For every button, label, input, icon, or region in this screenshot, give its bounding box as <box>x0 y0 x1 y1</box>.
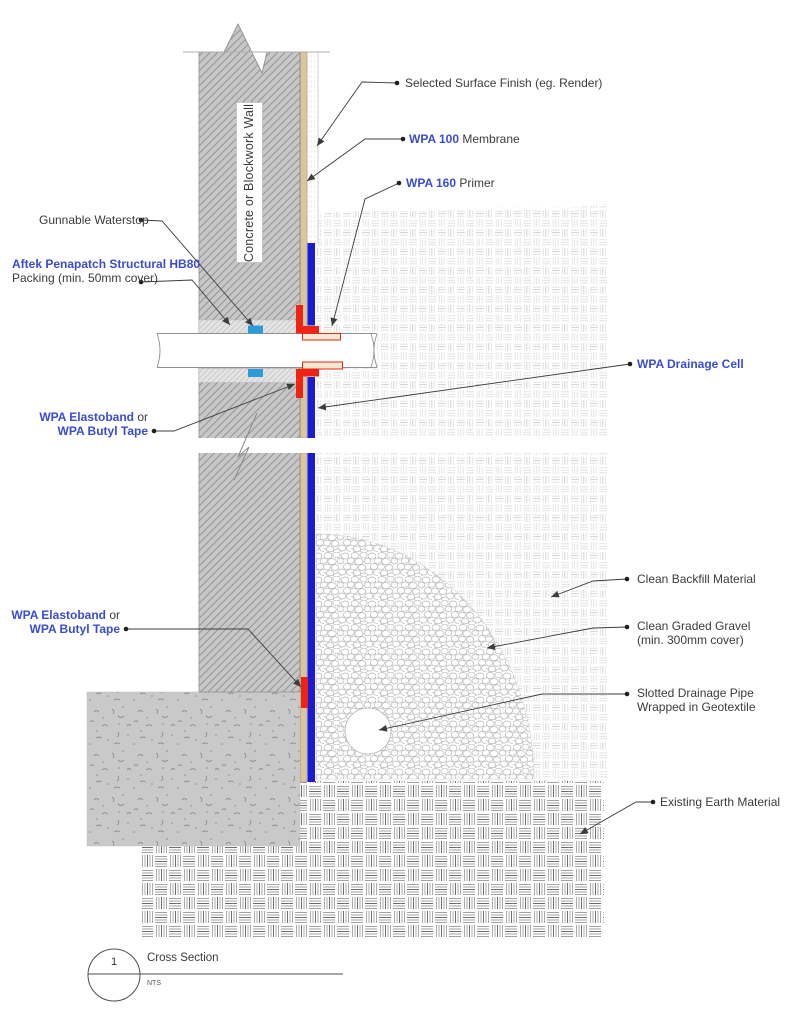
butyl-tape-footing <box>301 677 308 708</box>
label-wpa100-membrane: WPA 100 Membrane <box>409 132 520 146</box>
pipe-penetration <box>156 333 378 368</box>
waterstop-blocks <box>248 325 263 377</box>
leader-lines <box>126 81 653 835</box>
title-block-title: Cross Section <box>147 952 219 964</box>
label-graded-gravel: Clean Graded Gravel (min. 300mm cover) <box>637 619 751 647</box>
title-block-number: 1 <box>110 956 118 968</box>
label-clean-backfill: Clean Backfill Material <box>637 572 756 586</box>
membrane-layer <box>300 51 308 783</box>
label-existing-earth: Existing Earth Material <box>660 795 781 809</box>
butyl-tape-top <box>296 305 341 341</box>
earth-hatch <box>142 781 604 939</box>
label-gunnable-waterstop: Gunnable Waterstop <box>39 213 149 227</box>
label-wpa160-primer: WPA 160 Primer <box>406 176 495 190</box>
wall-name-plate: Concrete or Blockwork Wall <box>236 102 263 263</box>
drainage-cell-strip <box>307 243 315 782</box>
label-slotted-pipe: Slotted Drainage Pipe Wrapped in Geotext… <box>637 686 756 714</box>
label-elastoband-lower: WPA Elastoband or WPA Butyl Tape <box>11 608 120 636</box>
leader-bullets <box>123 80 656 805</box>
label-drainage-cell: WPA Drainage Cell <box>637 357 744 371</box>
butyl-tape-bottom <box>296 361 343 398</box>
label-aftek-packing: Aftek Penapatch Structural HB80 Packing … <box>12 257 201 285</box>
label-elastoband-upper: WPA Elastoband or WPA Butyl Tape <box>39 410 148 438</box>
footing <box>86 691 301 847</box>
wall-break-band <box>183 412 608 481</box>
title-bubble <box>87 948 343 1002</box>
render-layer <box>307 52 319 243</box>
gravel-bed <box>315 533 535 780</box>
drainage-pipe-circle <box>344 707 392 755</box>
title-block-scale: NTS <box>147 980 161 987</box>
label-surface-finish: Selected Surface Finish (eg. Render) <box>405 76 603 90</box>
